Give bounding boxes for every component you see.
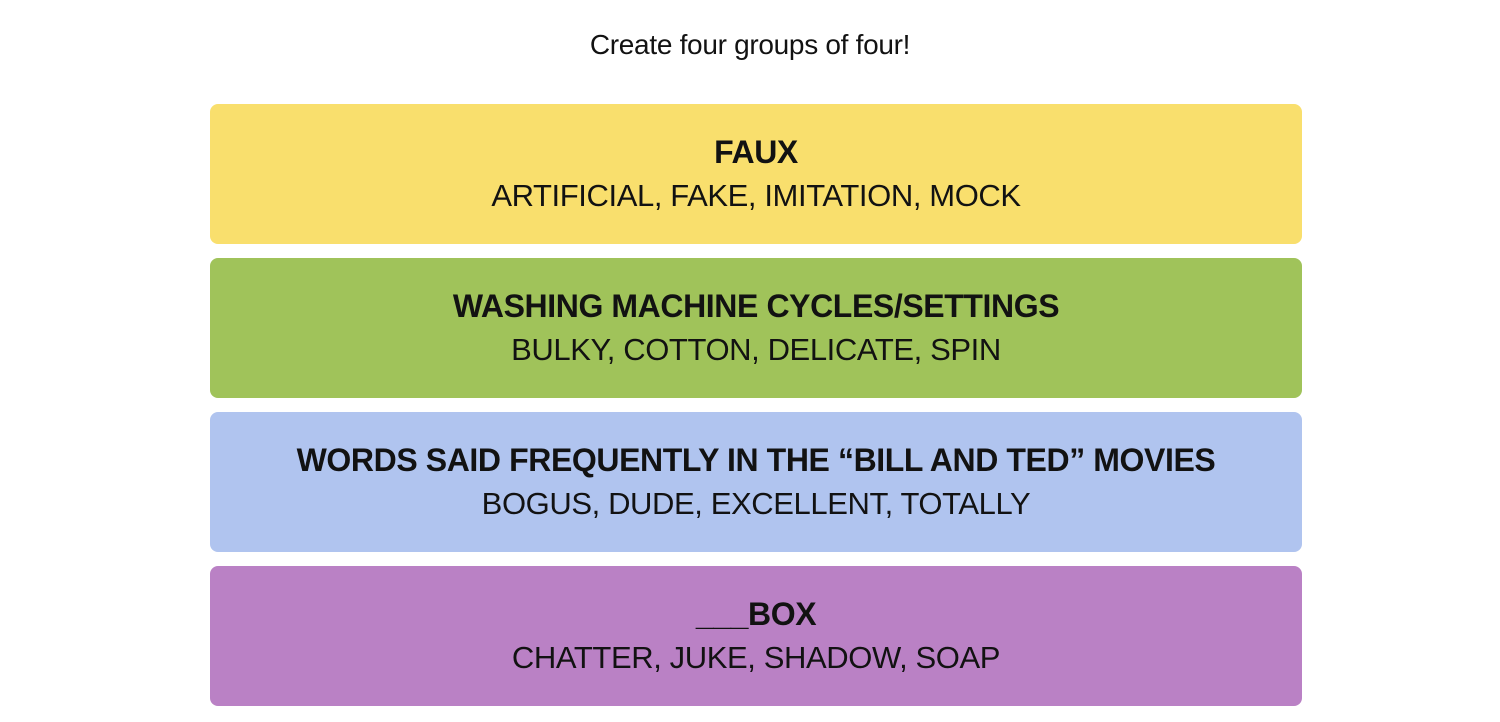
group-members: CHATTER, JUKE, SHADOW, SOAP xyxy=(511,639,1001,675)
solved-group-green: WASHING MACHINE CYCLES/SETTINGS BULKY, C… xyxy=(210,258,1302,398)
group-title: ___BOX xyxy=(695,595,817,632)
solved-group-yellow: FAUX ARTIFICIAL, FAKE, IMITATION, MOCK xyxy=(210,104,1302,244)
instructions-text: Create four groups of four! xyxy=(589,29,911,60)
solved-group-blue: WORDS SAID FREQUENTLY IN THE “BILL AND T… xyxy=(210,412,1302,552)
group-members: BOGUS, DUDE, EXCELLENT, TOTALLY xyxy=(481,485,1031,521)
solved-groups: FAUX ARTIFICIAL, FAKE, IMITATION, MOCK W… xyxy=(210,104,1302,706)
group-title: FAUX xyxy=(714,133,798,170)
solved-group-purple: ___BOX CHATTER, JUKE, SHADOW, SOAP xyxy=(210,566,1302,706)
group-title: WASHING MACHINE CYCLES/SETTINGS xyxy=(452,287,1060,324)
group-members: ARTIFICIAL, FAKE, IMITATION, MOCK xyxy=(491,177,1021,213)
group-title: WORDS SAID FREQUENTLY IN THE “BILL AND T… xyxy=(296,441,1216,478)
group-members: BULKY, COTTON, DELICATE, SPIN xyxy=(511,331,1001,367)
